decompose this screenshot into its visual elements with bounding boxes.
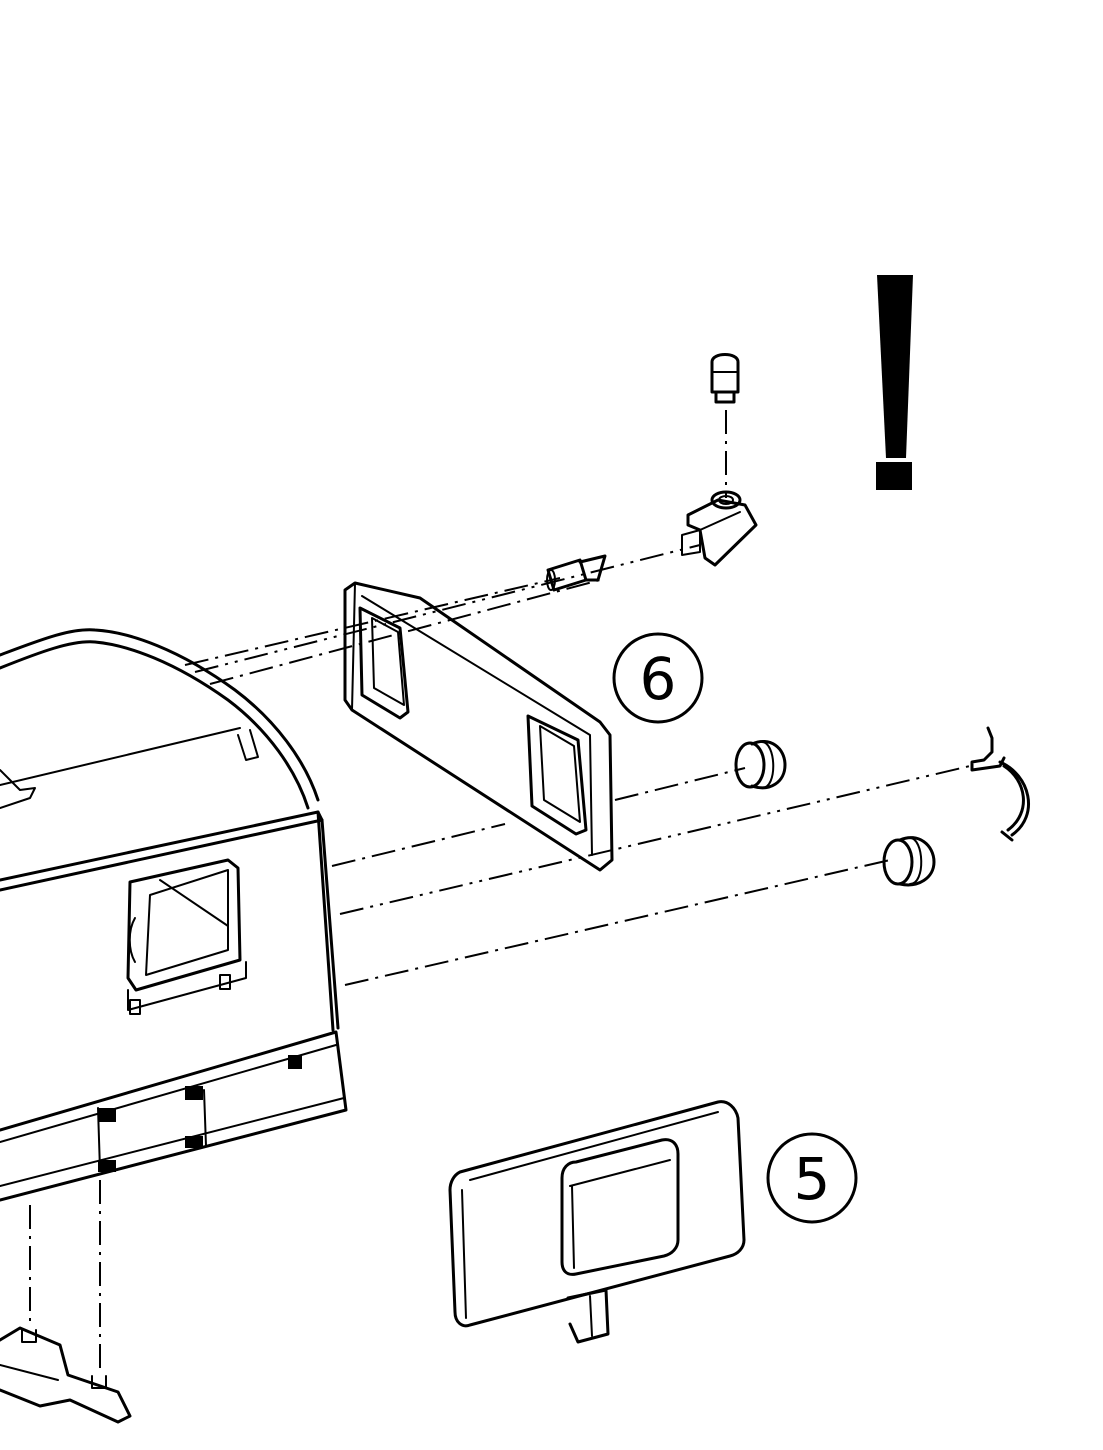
- callout-5-label: 5: [794, 1145, 831, 1213]
- alignment-lines: [29, 410, 971, 1370]
- grommet-lower: [882, 836, 936, 887]
- part-5-cover: [448, 1100, 746, 1344]
- main-housing: [0, 628, 348, 1424]
- warning-exclamation-icon: [876, 275, 913, 490]
- part-6-frame: [343, 581, 614, 872]
- sensor-cable: [970, 726, 1030, 842]
- switch-assembly: [546, 353, 758, 592]
- callout-6: 6: [612, 632, 704, 724]
- callout-6-label: 6: [640, 645, 677, 713]
- grommet-upper: [734, 740, 787, 790]
- callout-5: 5: [766, 1132, 858, 1224]
